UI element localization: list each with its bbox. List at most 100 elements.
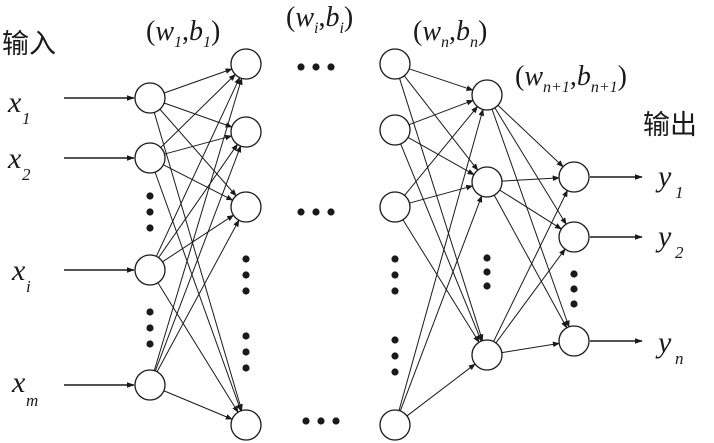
- connection-edge: [406, 363, 476, 417]
- connection-edge: [163, 68, 233, 94]
- neuron-node-layer-2: [230, 191, 262, 223]
- connection-edge: [493, 189, 568, 342]
- ellipsis-dot: [297, 63, 305, 71]
- ellipsis-dot: [312, 63, 320, 71]
- connection-edge: [155, 76, 241, 257]
- connection-edge: [499, 189, 562, 230]
- ellipsis-dot: [146, 192, 154, 200]
- neuron-node-layer-5: [558, 325, 590, 357]
- neuron-node-layer-1: [134, 82, 166, 114]
- connection-edge: [158, 143, 238, 258]
- param-label-layer-n: (wn,bn): [413, 16, 487, 51]
- connection-edge: [409, 68, 474, 91]
- ellipsis-dot: [391, 352, 399, 360]
- ellipsis-dot: [483, 254, 491, 262]
- param-label-layer-n-plus-1: (wn+1,bn+1): [515, 61, 627, 96]
- input-title: 输入: [2, 29, 56, 60]
- svg-text:x: x: [11, 366, 26, 399]
- svg-text:1: 1: [675, 183, 684, 202]
- ellipsis-dot: [242, 255, 250, 263]
- ellipsis-dot: [570, 300, 578, 308]
- neuron-nodes: [134, 48, 590, 441]
- neuron-node-layer-4: [471, 79, 503, 111]
- neuron-node-layer-2: [230, 409, 262, 441]
- connection-edge: [403, 75, 479, 171]
- connection-edge: [399, 78, 484, 342]
- ellipsis-dot: [302, 417, 310, 425]
- ellipsis-dot: [391, 287, 399, 295]
- neuron-node-layer-5: [558, 161, 590, 193]
- neuron-node-layer-1: [134, 369, 166, 401]
- ellipsis-dot: [242, 287, 250, 295]
- param-label-layer-i: (wi,bi): [286, 2, 353, 37]
- neuron-node-layer-3: [379, 191, 411, 223]
- connection-edge: [154, 145, 242, 372]
- input-label-x2: x 2: [7, 142, 31, 184]
- svg-text:y: y: [655, 160, 672, 193]
- connection-edge: [493, 194, 568, 329]
- svg-text:x: x: [11, 254, 26, 287]
- output-title: 输出: [643, 110, 697, 141]
- ellipsis-dot: [146, 340, 154, 348]
- ellipsis-dot: [146, 308, 154, 316]
- output-arrows: [590, 174, 643, 344]
- svg-text:2: 2: [22, 165, 31, 184]
- ellipsis-dot: [146, 208, 154, 216]
- neuron-node-layer-4: [471, 339, 503, 371]
- output-label-y2: y 2: [655, 220, 684, 262]
- ellipsis-dot: [242, 348, 250, 356]
- ellipsis-dot: [327, 63, 335, 71]
- connection-edge: [501, 341, 560, 354]
- ellipsis-dot: [297, 208, 305, 216]
- ellipsis-dot: [391, 368, 399, 376]
- output-label-y1: y 1: [655, 160, 684, 202]
- ellipsis-dot: [570, 270, 578, 278]
- connection-edge: [497, 104, 564, 168]
- input-arrows: [64, 95, 135, 388]
- connection-edge: [163, 390, 233, 420]
- connection-edges: [153, 68, 570, 420]
- ellipsis-dot: [242, 364, 250, 372]
- ellipsis-dot: [391, 271, 399, 279]
- param-label-layer-1: (w1,b1): [146, 16, 220, 51]
- svg-text:y: y: [655, 220, 672, 253]
- connection-edge: [402, 219, 480, 343]
- ellipsis-dot: [312, 208, 320, 216]
- svg-text:x: x: [7, 142, 22, 175]
- ellipsis-dot: [570, 285, 578, 293]
- neuron-node-layer-4: [471, 166, 503, 198]
- svg-text:2: 2: [675, 243, 684, 262]
- connection-edge: [160, 74, 236, 148]
- connection-edge: [494, 107, 567, 225]
- ellipsis-dot: [327, 208, 335, 216]
- connection-edge: [159, 108, 237, 197]
- connection-edge: [409, 184, 474, 204]
- input-label-xm: x m: [11, 366, 38, 410]
- neuron-node-layer-3: [379, 48, 411, 80]
- connection-edge: [399, 195, 483, 412]
- ellipsis-dot: [332, 417, 340, 425]
- svg-text:n: n: [675, 349, 684, 368]
- svg-text:m: m: [26, 391, 38, 410]
- connection-edge: [400, 143, 482, 342]
- input-label-xi: x i: [11, 254, 31, 296]
- connection-edge: [153, 112, 243, 412]
- connection-edge: [491, 108, 570, 328]
- neuron-node-layer-1: [134, 142, 166, 174]
- ellipsis-dot: [242, 271, 250, 279]
- connection-edge: [162, 214, 235, 263]
- input-label-x1: x 1: [7, 86, 31, 128]
- connection-edge: [501, 175, 560, 182]
- connection-edge: [407, 136, 475, 176]
- output-label-yn: y n: [655, 326, 684, 368]
- connection-edge: [163, 102, 233, 128]
- connection-edge: [163, 164, 234, 201]
- neuron-node-layer-3: [379, 409, 411, 441]
- neuron-node-layer-2: [230, 48, 262, 80]
- connection-edge: [164, 134, 233, 155]
- ellipsis-dots: [146, 63, 578, 425]
- neuron-node-layer-5: [558, 221, 590, 253]
- svg-text:1: 1: [22, 109, 31, 128]
- connection-edge: [157, 282, 239, 413]
